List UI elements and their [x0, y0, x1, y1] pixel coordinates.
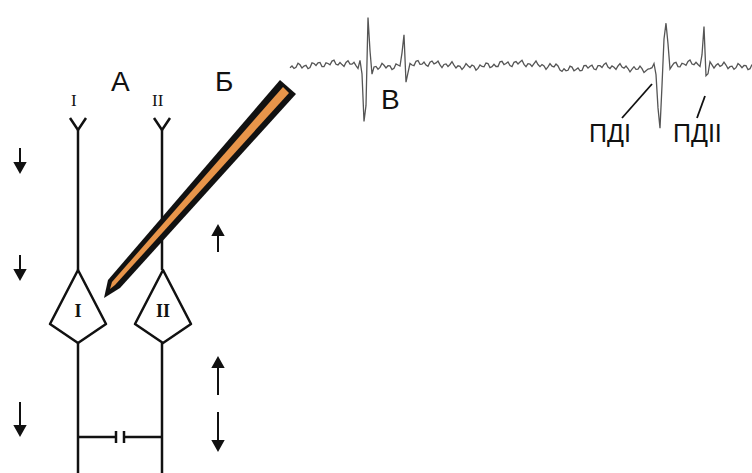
dendrite-label: II — [152, 92, 163, 109]
leader-lines — [622, 84, 705, 118]
panel-letter: В — [381, 86, 400, 114]
dendrite-label: I — [71, 92, 77, 109]
panel-letter: А — [111, 68, 130, 96]
spike-label: ПДI — [589, 121, 631, 146]
spike-label: ПДII — [673, 121, 722, 146]
recording-trace — [290, 18, 752, 129]
panel-letter: Б — [215, 68, 233, 96]
neuron-soma: I — [48, 268, 108, 345]
electrode — [104, 80, 296, 298]
neuron-number: II — [133, 302, 193, 320]
neuron-soma: II — [133, 268, 193, 345]
neuron-number: I — [48, 302, 108, 320]
